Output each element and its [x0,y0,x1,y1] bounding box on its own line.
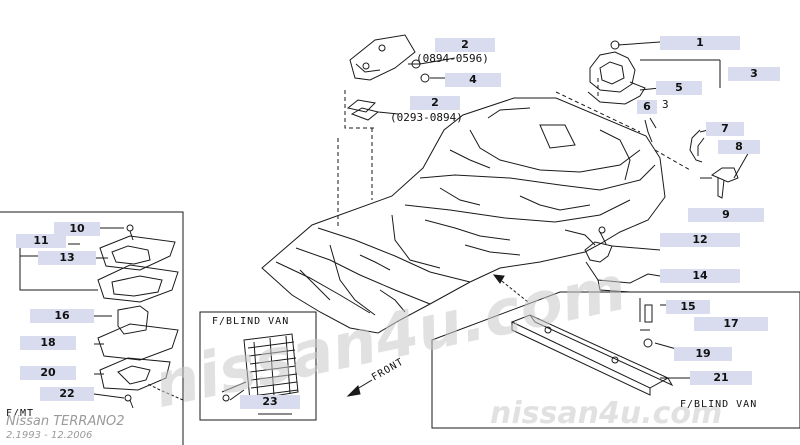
blind-van-bar-box [431,291,800,429]
callout-2-upper[interactable]: 2 [435,38,495,52]
lid-assembly [587,40,721,105]
callout-14[interactable]: 14 [660,269,740,283]
bracket-part-2-upper [349,34,456,81]
callout-4[interactable]: 4 [445,73,501,87]
label-blind-van-left: F/BLIND VAN [212,316,290,327]
label-fmt: F/MT [6,408,35,419]
callout-20[interactable]: 20 [20,366,76,380]
watermark-corner: nissan4u.com [490,396,723,431]
callout-3[interactable]: 3 [728,67,780,81]
footer-dates: 2.1993 - 12.2006 [6,430,93,441]
label-blind-van-right: F/BLIND VAN [680,399,758,410]
callout-9[interactable]: 9 [688,208,764,222]
callout-19[interactable]: 19 [674,347,732,361]
callout-5[interactable]: 5 [656,81,702,95]
callout-13[interactable]: 13 [38,251,96,265]
callout-16[interactable]: 16 [30,309,94,323]
callout-22[interactable]: 22 [40,387,94,401]
stray-label-3: 3 [662,98,669,111]
callout-12[interactable]: 12 [660,233,740,247]
callout-23[interactable]: 23 [240,395,300,409]
part-7-8-9 [689,129,751,199]
dashed-leaders [337,78,691,228]
date-code-part2-upper: (0894-0596) [416,52,489,65]
callout-2-lower[interactable]: 2 [410,96,460,110]
callout-17[interactable]: 17 [694,317,768,331]
date-code-part2-lower: (0293-0894) [390,111,463,124]
front-arrow-icon [346,379,373,397]
blind-van-grille-box [199,311,317,421]
callout-1[interactable]: 1 [660,36,740,50]
callout-8[interactable]: 8 [718,140,760,154]
clip-part-6 [644,117,657,143]
arrow-to-bar [492,274,529,303]
callout-6[interactable]: 6 [637,100,657,114]
callout-7[interactable]: 7 [706,122,744,136]
bracket-part-12-14 [584,226,661,293]
callout-15[interactable]: 15 [666,300,710,314]
floor-panel [261,97,666,334]
callout-10[interactable]: 10 [54,222,100,236]
callout-21[interactable]: 21 [690,371,752,385]
bracket-part-2-lower [346,99,399,121]
callout-18[interactable]: 18 [20,336,76,350]
callout-11[interactable]: 11 [16,234,66,248]
footer-model: Nissan TERRANO2 [6,414,125,429]
